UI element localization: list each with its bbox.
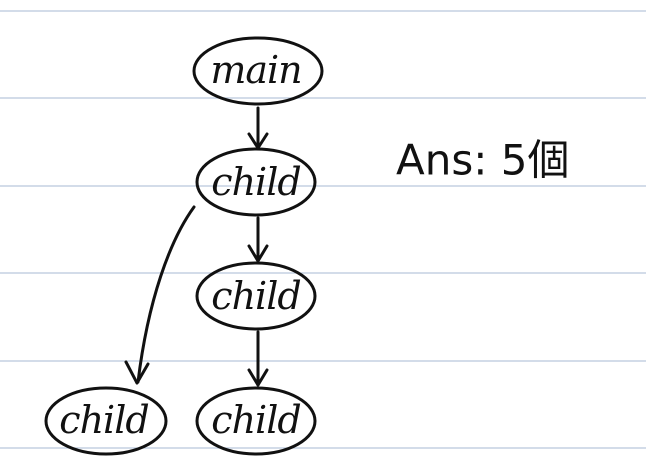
ruled-lines (0, 10, 646, 449)
edge-line (136, 205, 196, 384)
node-outline (195, 147, 317, 217)
answer-text: Ans: 5個 (396, 136, 569, 185)
node-main: main (192, 36, 324, 106)
node-child-4: child (195, 386, 317, 456)
node-child-3: child (44, 386, 168, 456)
arrowhead (247, 368, 269, 387)
node-child-2: child (195, 261, 317, 331)
arrowhead (247, 132, 269, 150)
node-label: child (211, 160, 300, 204)
node-label: child (211, 398, 300, 442)
edge-child-1-to-child-3 (124, 205, 196, 385)
edge-child-1-to-child-2 (247, 216, 269, 263)
node-outline (195, 261, 317, 331)
edge-main-to-child-1 (247, 106, 269, 150)
edge-child-2-to-child-4 (247, 330, 269, 387)
node-outline (192, 36, 324, 106)
arrowhead (247, 244, 269, 263)
node-label: child (211, 274, 300, 318)
node-child-1: child (195, 147, 317, 217)
node-outline (44, 386, 168, 456)
arrowhead (124, 360, 150, 385)
node-label: main (210, 48, 301, 92)
node-outline (195, 386, 317, 456)
node-label: child (59, 398, 148, 442)
